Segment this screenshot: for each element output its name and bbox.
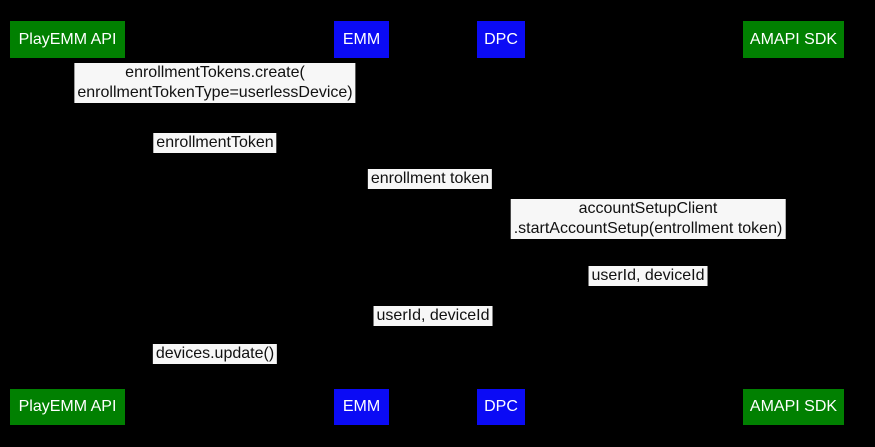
actor-emm-top: EMM <box>334 21 389 58</box>
message-devices-update: devices.update() <box>152 344 278 364</box>
message-enrollment-tokens-create: enrollmentTokens.create( enrollmentToken… <box>74 63 356 103</box>
message-line: devices.update() <box>155 345 275 362</box>
actor-label: AMAPI SDK <box>749 398 838 415</box>
message-line: userId, deviceId <box>376 307 490 324</box>
message-userid-deviceid-to-emm: userId, deviceId <box>373 306 493 326</box>
actor-amapi-sdk-bottom: AMAPI SDK <box>743 389 844 425</box>
actor-label: PlayEMM API <box>18 398 117 415</box>
actor-playemm-api-bottom: PlayEMM API <box>10 389 125 425</box>
message-line: accountSetupClient <box>578 200 718 217</box>
actor-dpc-bottom: DPC <box>477 389 525 425</box>
actor-playemm-api-top: PlayEMM API <box>10 21 125 58</box>
actor-dpc-top: DPC <box>477 21 525 58</box>
actor-label: AMAPI SDK <box>749 30 838 48</box>
message-line: enrollmentToken <box>156 134 274 151</box>
message-line: enrollmentTokens.create( <box>125 64 305 81</box>
actor-label: DPC <box>484 398 518 415</box>
actor-label: EMM <box>342 398 381 415</box>
message-line: enrollmentTokenType=userlessDevice) <box>77 84 353 101</box>
actor-label: DPC <box>484 30 518 48</box>
message-line: userId, deviceId <box>591 267 705 284</box>
actor-amapi-sdk-top: AMAPI SDK <box>743 21 844 58</box>
actor-label: EMM <box>342 30 381 48</box>
message-line: enrollment token <box>370 170 490 187</box>
message-userid-deviceid-to-dpc: userId, deviceId <box>588 266 708 286</box>
message-line: .startAccountSetup(entrollment token) <box>513 220 783 237</box>
message-account-setup-client: accountSetupClient .startAccountSetup(en… <box>510 199 786 239</box>
message-enrollment-token-to-dpc: enrollment token <box>367 169 493 189</box>
actor-label: PlayEMM API <box>18 30 117 48</box>
actor-emm-bottom: EMM <box>334 389 389 425</box>
message-enrollment-token-return: enrollmentToken <box>153 133 277 153</box>
